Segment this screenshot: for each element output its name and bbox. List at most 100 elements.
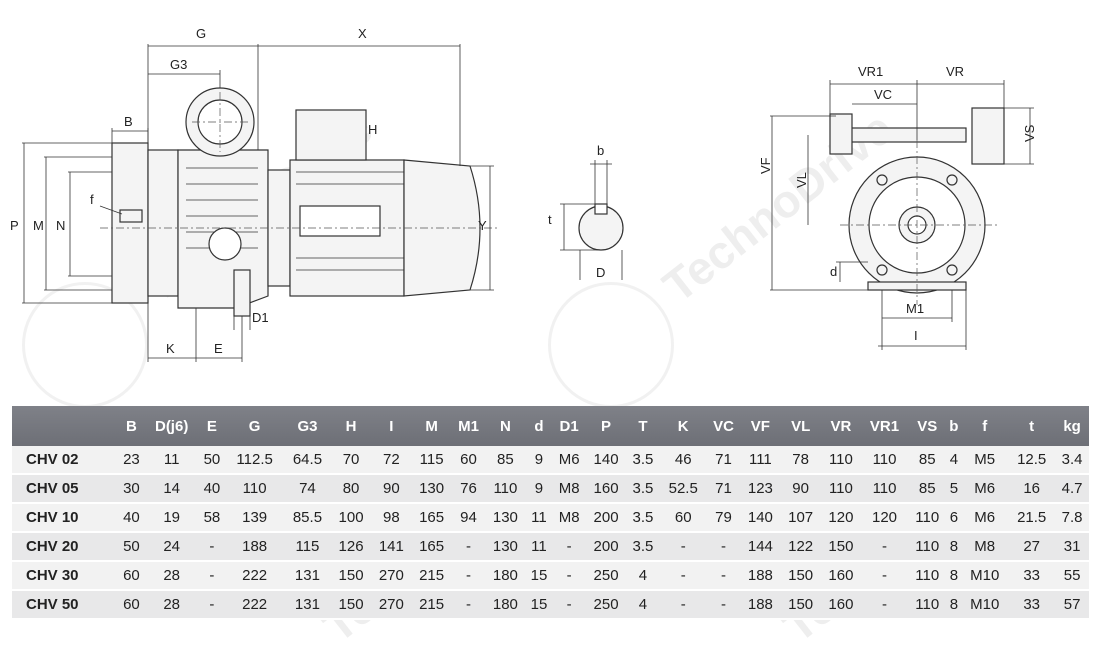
table-cell: 50: [118, 532, 145, 562]
table-cell: 3.4: [1055, 446, 1089, 475]
table-cell: -: [552, 532, 586, 562]
table-cell: -: [861, 590, 908, 620]
table-cell: 33: [1008, 561, 1056, 591]
table-cell: 30: [118, 474, 145, 504]
table-cell: 250: [585, 590, 627, 620]
flange-hub: [147, 149, 179, 297]
table-cell: 23: [118, 446, 145, 475]
column-header: N: [485, 406, 526, 446]
table-cell: 123: [740, 474, 781, 504]
column-header: G: [225, 406, 284, 446]
svg-text:I: I: [914, 328, 918, 343]
table-cell: 46: [659, 446, 707, 475]
table-cell: 60: [118, 561, 145, 591]
front-view: VR1 VR VC VS VF VL d M1 I: [758, 64, 1037, 350]
column-header: d: [525, 406, 553, 446]
table-cell: 40: [118, 503, 145, 533]
table-cell: 76: [451, 474, 486, 504]
table-cell: 100: [330, 503, 372, 533]
table-cell: 222: [225, 590, 284, 620]
table-cell: -: [198, 561, 226, 591]
model-cell: CHV 50: [12, 590, 118, 620]
table-cell: 250: [585, 561, 627, 591]
svg-text:VR: VR: [946, 64, 964, 79]
table-cell: -: [706, 561, 741, 591]
table-cell: M5: [961, 446, 1009, 475]
table-cell: M6: [552, 446, 586, 475]
table-cell: 4.7: [1055, 474, 1089, 504]
table-cell: 58: [198, 503, 226, 533]
table-cell: 150: [780, 590, 821, 620]
table-cell: 141: [371, 532, 412, 562]
table-cell: 60: [659, 503, 707, 533]
column-header: b: [946, 406, 962, 446]
table-cell: 3.5: [626, 474, 660, 504]
column-header: E: [198, 406, 226, 446]
table-cell: 94: [451, 503, 486, 533]
svg-text:B: B: [124, 114, 133, 129]
table-cell: 110: [820, 474, 862, 504]
table-cell: 139: [225, 503, 284, 533]
table-cell: 55: [1055, 561, 1089, 591]
column-header: M1: [451, 406, 486, 446]
column-header: kg: [1055, 406, 1089, 446]
table-cell: 12.5: [1008, 446, 1056, 475]
table-cell: 11: [525, 503, 553, 533]
table-cell: 64.5: [283, 446, 331, 475]
table-cell: M6: [961, 474, 1009, 504]
table-cell: 165: [411, 532, 452, 562]
table-cell: 200: [585, 532, 627, 562]
svg-text:VS: VS: [1022, 124, 1037, 142]
table-cell: -: [198, 532, 226, 562]
table-cell: 28: [144, 590, 199, 620]
table-cell: 3.5: [626, 446, 660, 475]
table-cell: 57: [1055, 590, 1089, 620]
table-cell: 80: [330, 474, 372, 504]
table-cell: 79: [706, 503, 741, 533]
table-cell: 188: [740, 590, 781, 620]
column-header: M: [411, 406, 452, 446]
svg-text:E: E: [214, 341, 223, 356]
svg-text:VC: VC: [874, 87, 892, 102]
column-header: VF: [740, 406, 781, 446]
table-cell: 215: [411, 561, 452, 591]
column-header: P: [585, 406, 627, 446]
table-cell: 188: [740, 561, 781, 591]
table-cell: 130: [485, 532, 526, 562]
table-cell: 150: [330, 561, 372, 591]
table-cell: 16: [1008, 474, 1056, 504]
svg-text:M: M: [33, 218, 44, 233]
svg-text:D: D: [596, 265, 605, 280]
table-cell: 31: [1055, 532, 1089, 562]
svg-text:P: P: [10, 218, 19, 233]
table-cell: 115: [411, 446, 452, 475]
table-cell: 131: [283, 590, 331, 620]
table-cell: 3.5: [626, 532, 660, 562]
column-header: B: [118, 406, 145, 446]
table-cell: -: [552, 561, 586, 591]
svg-text:G3: G3: [170, 57, 187, 72]
table-cell: 130: [411, 474, 452, 504]
table-cell: 85: [908, 446, 947, 475]
table-cell: 180: [485, 590, 526, 620]
table-cell: 110: [485, 474, 526, 504]
column-header: VR: [820, 406, 862, 446]
table-cell: 270: [371, 561, 412, 591]
table-cell: 85.5: [283, 503, 331, 533]
table-cell: 110: [225, 474, 284, 504]
table-cell: 150: [330, 590, 372, 620]
table-cell: 3.5: [626, 503, 660, 533]
table-cell: 111: [740, 446, 781, 475]
model-cell: CHV 02: [12, 446, 118, 475]
table-cell: 160: [585, 474, 627, 504]
model-cell: CHV 05: [12, 474, 118, 504]
table-cell: 112.5: [225, 446, 284, 475]
table-cell: 11: [525, 532, 553, 562]
table-cell: 160: [820, 561, 862, 591]
table-cell: 90: [371, 474, 412, 504]
technical-drawing: f G X G3 B P M N Y: [10, 26, 1037, 362]
